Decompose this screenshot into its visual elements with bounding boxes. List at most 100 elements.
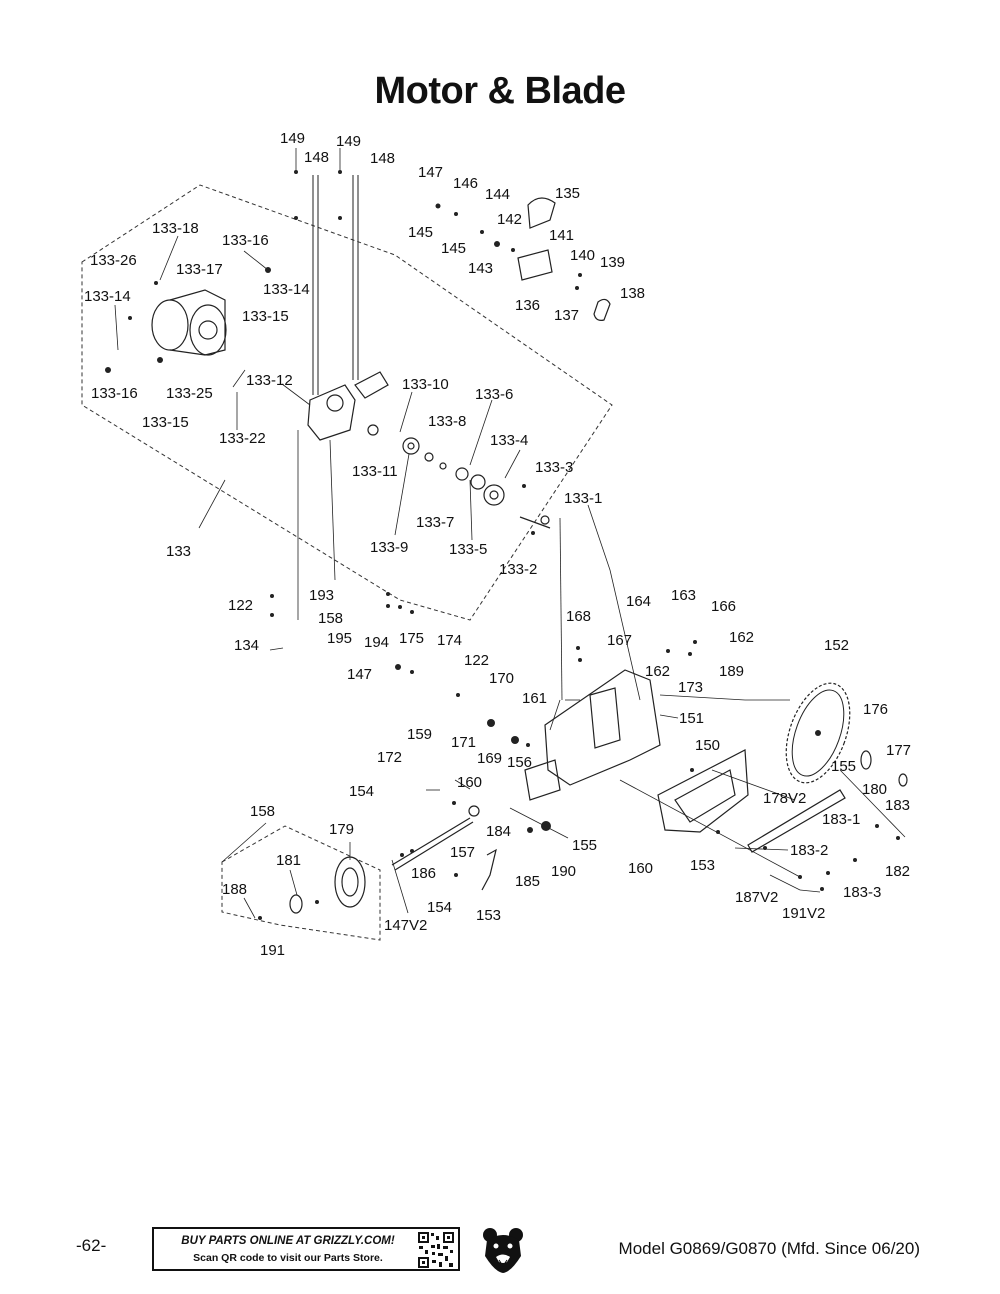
banner-headline: BUY PARTS ONLINE AT GRIZZLY.COM! (181, 1235, 395, 1247)
part-label: 133-18 (152, 220, 199, 237)
leader-lines (114, 148, 906, 919)
part-label: 148 (304, 149, 329, 166)
part-label: 187V2 (735, 889, 778, 906)
grizzly-bear-logo-icon (483, 1228, 523, 1273)
part-label: 162 (645, 663, 670, 680)
part-label: 133-9 (370, 539, 408, 556)
part-label: 147 (347, 666, 372, 683)
part-label: 172 (377, 749, 402, 766)
part-label: 166 (711, 598, 736, 615)
part-label: 133-15 (142, 414, 189, 431)
part-label: 154 (349, 783, 374, 800)
motor-housing-icon (524, 669, 661, 801)
part-label: 170 (489, 670, 514, 687)
part-labels: 149 148 149 148 147 146 144 135 145 142 … (84, 130, 911, 959)
part-label: 145 (441, 240, 466, 257)
part-label: 139 (600, 254, 625, 271)
part-label: 133-14 (84, 288, 131, 305)
part-label: 141 (549, 227, 574, 244)
part-label: 133-1 (564, 490, 602, 507)
part-label: 160 (457, 774, 482, 791)
part-label: 152 (824, 637, 849, 654)
blade-guard-icon (517, 197, 611, 321)
part-label: 133-25 (166, 385, 213, 402)
part-label: 189 (719, 663, 744, 680)
part-label: 182 (885, 863, 910, 880)
part-label: 133-14 (263, 281, 310, 298)
part-label: 144 (485, 186, 510, 203)
banner-subtext: Scan QR code to visit our Parts Store. (193, 1252, 383, 1264)
part-label: 159 (407, 726, 432, 743)
part-label: 179 (329, 821, 354, 838)
part-label: 169 (477, 750, 502, 767)
part-label: 140 (570, 247, 595, 264)
part-label: 155 (831, 758, 856, 775)
part-label: 180 (862, 781, 887, 798)
part-label: 133-15 (242, 308, 289, 325)
part-label: 133-26 (90, 252, 137, 269)
page-number: -62- (76, 1236, 107, 1255)
part-label: 133-2 (499, 561, 537, 578)
part-label: 191 (260, 942, 285, 959)
part-label: 133-4 (490, 432, 528, 449)
part-label: 168 (566, 608, 591, 625)
part-label: 158 (250, 803, 275, 820)
part-label: 154 (427, 899, 452, 916)
part-label: 181 (276, 852, 301, 869)
handwheel-assembly-boundary (221, 825, 381, 941)
part-label: 133-16 (222, 232, 269, 249)
part-label: 156 (507, 754, 532, 771)
part-label: 142 (497, 211, 522, 228)
part-label: 164 (626, 593, 651, 610)
part-label: 174 (437, 632, 462, 649)
model-info: Model G0869/G0870 (Mfd. Since 06/20) (618, 1239, 920, 1258)
part-label: 158 (318, 610, 343, 627)
motor-icon (151, 289, 227, 356)
part-label: 147 (418, 164, 443, 181)
part-label: 148 (370, 150, 395, 167)
part-label: 138 (620, 285, 645, 302)
part-label: 133-12 (246, 372, 293, 389)
part-label: 155 (572, 837, 597, 854)
part-label: 195 (327, 630, 352, 647)
part-label: 151 (679, 710, 704, 727)
part-label: 149 (280, 130, 305, 147)
part-label: 133-11 (352, 463, 398, 480)
part-label: 178V2 (763, 790, 806, 807)
part-label: 134 (234, 637, 259, 654)
part-label: 177 (886, 742, 911, 759)
part-label: 136 (515, 297, 540, 314)
part-label: 157 (450, 844, 475, 861)
arbor-parts (367, 424, 551, 529)
part-label: 160 (628, 860, 653, 877)
part-label: 149 (336, 133, 361, 150)
part-label: 153 (476, 907, 501, 924)
part-label: 190 (551, 863, 576, 880)
blade-flange-icon (860, 750, 908, 787)
page-title: Motor & Blade (374, 70, 626, 112)
part-label: 143 (468, 260, 493, 277)
part-label: 163 (671, 587, 696, 604)
part-label: 173 (678, 679, 703, 696)
hardware-dots (105, 170, 900, 920)
belt-cover-icon (657, 749, 846, 853)
part-label: 147V2 (384, 917, 427, 934)
motor-assembly-boundary (81, 184, 613, 621)
part-label: 171 (451, 734, 476, 751)
saw-blade-icon (785, 682, 851, 784)
part-label: 183-3 (843, 884, 881, 901)
part-label: 194 (364, 634, 389, 651)
qr-code-icon[interactable] (417, 1231, 455, 1269)
part-label: 188 (222, 881, 247, 898)
part-label: 133-5 (449, 541, 487, 558)
lead-screw-icon (391, 805, 497, 891)
part-label: 133-3 (535, 459, 573, 476)
part-label: 122 (464, 652, 489, 669)
part-label: 133-10 (402, 376, 449, 393)
part-label: 193 (309, 587, 334, 604)
part-label: 150 (695, 737, 720, 754)
part-label: 176 (863, 701, 888, 718)
parts-store-banner[interactable]: BUY PARTS ONLINE AT GRIZZLY.COM! Scan QR… (152, 1227, 460, 1271)
part-label: 133 (166, 543, 191, 560)
